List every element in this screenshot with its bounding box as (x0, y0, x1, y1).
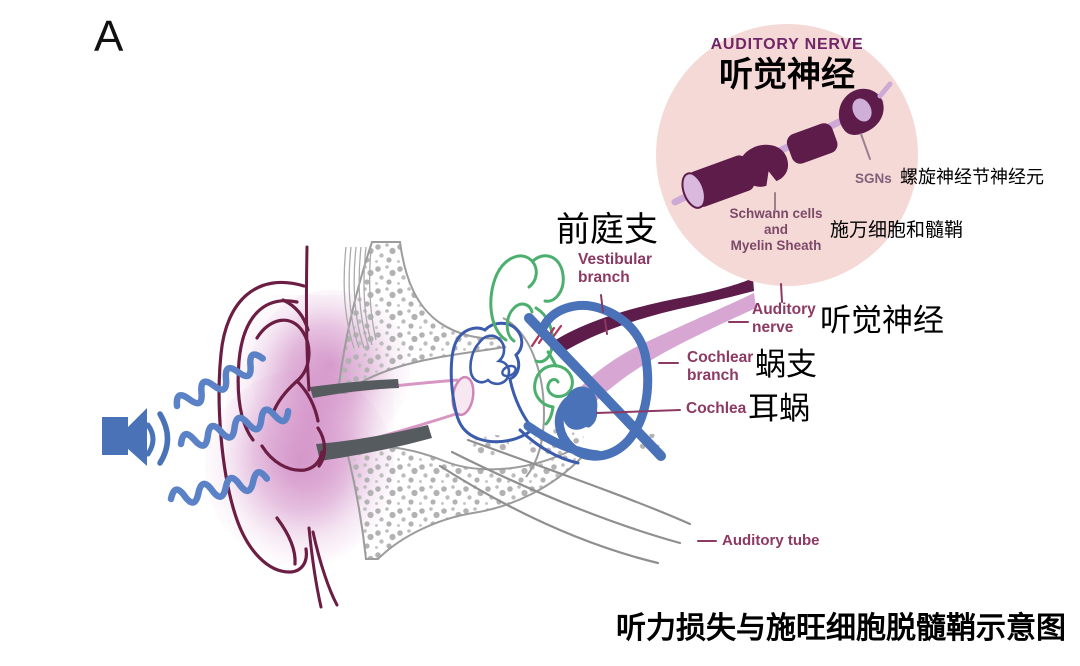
slash-stroke (524, 313, 666, 461)
inset-title-zh: 听觉神经 (719, 56, 855, 94)
panel-label: A (94, 12, 124, 61)
ear-canal (310, 375, 475, 461)
speaker-icon (102, 408, 171, 466)
vestibular-branch-label-en: Vestibular branch (578, 251, 652, 287)
sound-waves (167, 351, 292, 506)
nerve-illustration (671, 81, 893, 209)
cochlear-branch-label-zh: 蜗支 (755, 347, 817, 382)
inset-title-en: AUDITORY NERVE (710, 36, 864, 53)
cochlear-branch-label-en: Cochlear branch (687, 349, 753, 385)
middle-ear-ossicles (449, 321, 580, 465)
sgn-cell-body (838, 81, 893, 135)
schwann-line3: Myelin Sheath (730, 237, 822, 253)
schwann-line2: and (763, 221, 788, 237)
cochlea-label-zh: 耳蜗 (748, 391, 810, 426)
figure-caption: 听力损失与施旺细胞脱髓鞘示意图 (616, 612, 1066, 645)
pointer-lines (596, 133, 871, 542)
schwann-label-zh: 施万细胞和髓鞘 (830, 220, 964, 241)
cochlea-spiral (533, 364, 574, 426)
inset-circle (656, 24, 918, 286)
auditory-nerve-line1: Auditory (752, 301, 816, 318)
cochlear-branch-line1: Cochlear (687, 349, 754, 366)
vestibular-line1: Vestibular (578, 251, 653, 268)
auditory-nerve-line2: nerve (752, 318, 794, 336)
vestibular-line2: branch (578, 268, 630, 286)
auditory-tube-label-en: Auditory tube (722, 532, 820, 549)
auditory-tube-lines (438, 438, 692, 565)
tissue-fiber-lines (343, 246, 377, 349)
sgns-label-en: SGNs (855, 171, 892, 186)
schwann-line1: Schwann cells (729, 206, 823, 221)
cochlea-label-en: Cochlea (686, 400, 747, 417)
schwann-label-en: Schwann cells and Myelin Sheath (699, 206, 853, 253)
cochlear-branch-line2: branch (687, 366, 739, 384)
auditory-nerve-label-en: Auditory nerve (752, 301, 816, 337)
auditory-nerve-label-zh: 听觉神经 (820, 303, 944, 338)
sgns-label-zh: 螺旋神经节神经元 (900, 167, 1044, 187)
vestibular-branch-label-zh: 前庭支 (556, 211, 658, 249)
